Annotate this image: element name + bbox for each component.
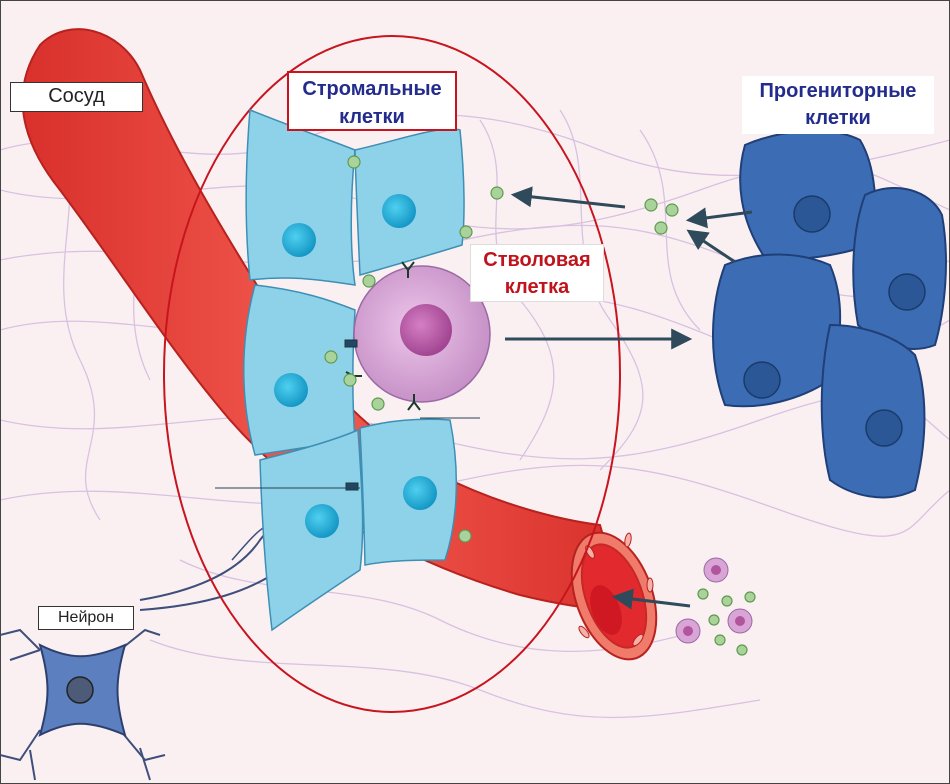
stromal-nuclei — [274, 194, 437, 538]
stem-cell — [353, 265, 491, 403]
progenitor-cells-label-line-1: Прогениторные — [759, 80, 917, 102]
niche-outline — [163, 35, 621, 713]
stromal-cells-label-line-1: Стромальные — [302, 78, 442, 100]
signal-particles — [324, 155, 756, 656]
signal-arrows — [505, 186, 753, 610]
stem-cell-label: Стволовая клетка — [470, 244, 604, 302]
stem-cell-label-line-1: Стволовая — [483, 249, 591, 271]
stem-cell-label-line-2: клетка — [504, 276, 570, 298]
progenitor-cells-label: Прогениторные клетки — [742, 76, 934, 134]
neuron-label: Нейрон — [38, 606, 134, 630]
circulating-cells — [675, 557, 753, 644]
stromal-cells-label-line-2: клетки — [339, 106, 405, 128]
vessel-label: Сосуд — [10, 82, 143, 112]
stromal-cells-label: Стромальные клетки — [287, 71, 457, 131]
progenitor-nuclei — [743, 195, 926, 447]
receptor-markers — [344, 261, 421, 491]
progenitor-cells — [712, 129, 947, 499]
progenitor-cells-label-line-2: клетки — [805, 107, 871, 129]
